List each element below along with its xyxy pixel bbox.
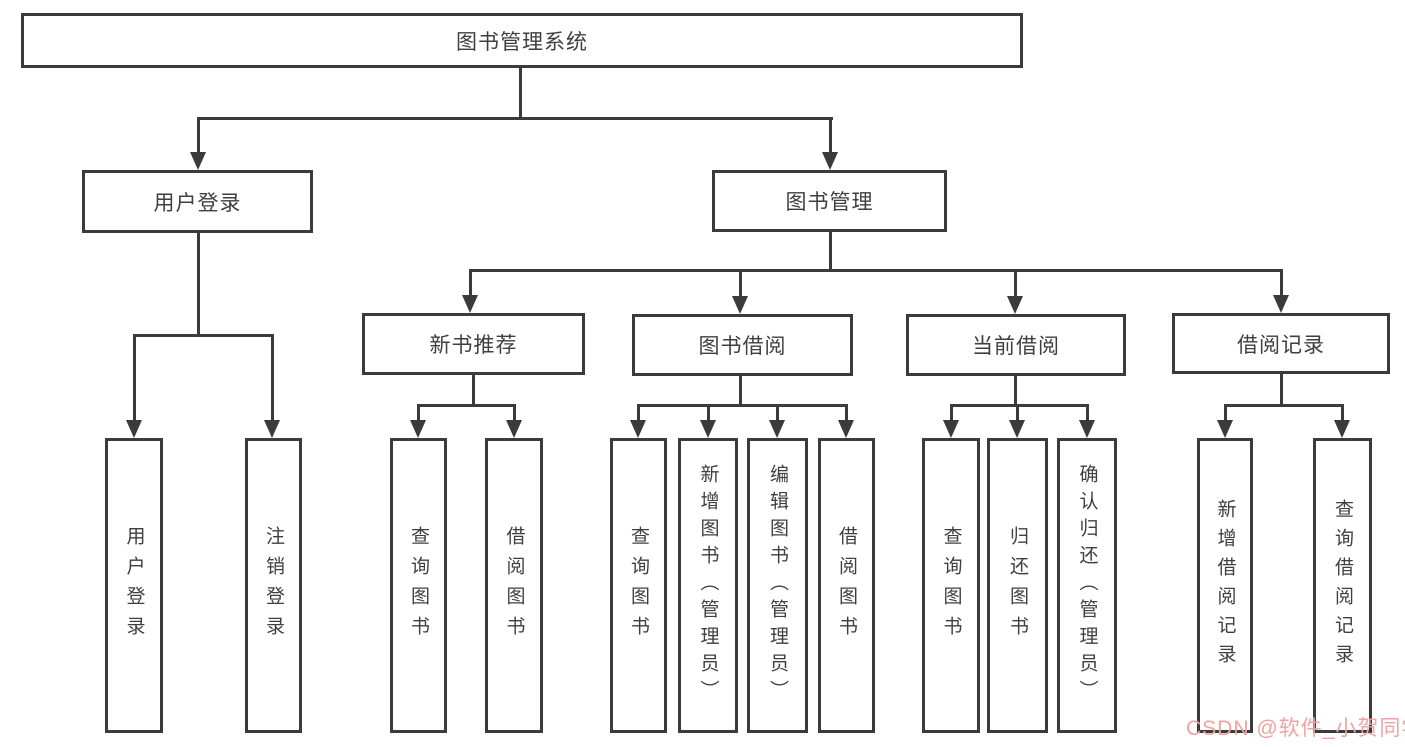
connector-vline bbox=[518, 68, 522, 120]
node-root-label: 图书管理系统 bbox=[456, 30, 588, 54]
leaf-query-books-borrowing: 查询图书 bbox=[610, 438, 667, 733]
connector-hline bbox=[469, 268, 1283, 272]
connector-hline bbox=[417, 403, 516, 407]
connector-arrow-stem bbox=[738, 270, 742, 300]
node-user-login: 用户登录 bbox=[82, 170, 313, 233]
arrow-down-icon bbox=[1009, 420, 1025, 438]
connector-arrow-stem bbox=[512, 405, 516, 424]
arrow-down-icon bbox=[410, 420, 426, 438]
leaf-add-books-admin: 新增图书（管理员） bbox=[678, 438, 738, 733]
connector-arrow-stem bbox=[1340, 405, 1344, 424]
leaf-query-books-recommend: 查询图书 bbox=[390, 438, 447, 733]
arrow-down-icon bbox=[943, 420, 959, 438]
connector-arrow-stem bbox=[270, 335, 274, 424]
connector-vline bbox=[828, 232, 832, 272]
connector-arrow-stem bbox=[1013, 270, 1017, 300]
arrow-down-icon bbox=[1007, 296, 1023, 314]
connector-vline bbox=[471, 375, 475, 407]
leaf-borrow-books-label: 借阅图书 bbox=[836, 525, 857, 646]
leaf-confirm-return-admin-label: 确认归还（管理员） bbox=[1076, 464, 1098, 707]
arrow-down-icon bbox=[700, 420, 716, 438]
leaf-edit-books-admin-label: 编辑图书（管理员） bbox=[767, 464, 788, 707]
node-current-borrowing-label: 当前借阅 bbox=[972, 335, 1060, 358]
connector-arrow-stem bbox=[1223, 405, 1227, 424]
leaf-return-books: 归还图书 bbox=[987, 438, 1048, 733]
node-book-management: 图书管理 bbox=[712, 170, 947, 232]
arrow-down-icon bbox=[1273, 295, 1289, 313]
node-book-management-label: 图书管理 bbox=[785, 191, 874, 214]
arrow-down-icon bbox=[630, 420, 646, 438]
leaf-return-books-label: 归还图书 bbox=[1007, 525, 1028, 646]
leaf-confirm-return-admin: 确认归还（管理员） bbox=[1057, 438, 1117, 733]
node-current-borrowing: 当前借阅 bbox=[906, 314, 1126, 376]
arrow-down-icon bbox=[190, 152, 206, 170]
leaf-logout: 注销登录 bbox=[245, 438, 302, 733]
node-user-login-label: 用户登录 bbox=[153, 191, 242, 215]
leaf-user-login-label: 用户登录 bbox=[123, 525, 145, 646]
arrow-down-icon bbox=[1217, 420, 1233, 438]
leaf-logout-label: 注销登录 bbox=[263, 525, 284, 646]
leaf-query-borrow-record: 查询借阅记录 bbox=[1313, 438, 1372, 733]
leaf-query-books-borrowing-label: 查询图书 bbox=[628, 525, 649, 646]
node-borrowing-records: 借阅记录 bbox=[1172, 313, 1390, 374]
leaf-add-borrow-record: 新增借阅记录 bbox=[1197, 438, 1253, 733]
arrow-down-icon bbox=[1334, 420, 1350, 438]
leaf-add-borrow-record-label: 新增借阅记录 bbox=[1214, 498, 1236, 673]
node-borrowing-records-label: 借阅记录 bbox=[1237, 333, 1325, 357]
connector-arrow-stem bbox=[706, 405, 710, 424]
node-new-book-recommendation: 新书推荐 bbox=[362, 313, 585, 375]
leaf-query-books-current: 查询图书 bbox=[922, 438, 980, 733]
connector-arrow-stem bbox=[949, 405, 953, 424]
leaf-query-borrow-record-label: 查询借阅记录 bbox=[1332, 498, 1353, 673]
leaf-borrow-books-recommend: 借阅图书 bbox=[485, 438, 543, 733]
leaf-user-login: 用户登录 bbox=[105, 438, 163, 733]
arrow-down-icon bbox=[732, 296, 748, 314]
arrow-down-icon bbox=[838, 420, 854, 438]
arrow-down-icon bbox=[822, 152, 838, 170]
node-book-borrowing: 图书借阅 bbox=[632, 314, 853, 376]
connector-arrow-stem bbox=[1279, 270, 1283, 299]
node-book-borrowing-label: 图书借阅 bbox=[698, 335, 787, 358]
arrow-down-icon bbox=[264, 420, 280, 438]
connector-vline bbox=[738, 376, 742, 407]
connector-hline bbox=[197, 116, 833, 120]
connector-arrow-stem bbox=[468, 270, 472, 299]
connector-hline bbox=[950, 403, 1089, 407]
connector-vline bbox=[196, 233, 200, 337]
leaf-borrow-books: 借阅图书 bbox=[818, 438, 875, 733]
watermark-csdn: CSDN @软件_小贺同学 bbox=[1186, 717, 1405, 740]
leaf-add-books-admin-label: 新增图书（管理员） bbox=[697, 464, 719, 707]
arrow-down-icon bbox=[462, 295, 478, 313]
connector-arrow-stem bbox=[775, 405, 779, 424]
leaf-query-books-current-label: 查询图书 bbox=[940, 525, 962, 646]
arrow-down-icon bbox=[126, 420, 142, 438]
arrow-down-icon bbox=[506, 420, 522, 438]
connector-arrow-stem bbox=[844, 405, 848, 424]
connector-arrow-stem bbox=[132, 335, 136, 424]
connector-arrow-stem bbox=[636, 405, 640, 424]
node-new-book-recommendation-label: 新书推荐 bbox=[429, 334, 518, 357]
connector-arrow-stem bbox=[828, 118, 832, 156]
connector-vline bbox=[1279, 374, 1283, 407]
arrow-down-icon bbox=[1079, 420, 1095, 438]
leaf-borrow-books-recommend-label: 借阅图书 bbox=[503, 525, 525, 646]
connector-arrow-stem bbox=[1085, 405, 1089, 424]
leaf-edit-books-admin: 编辑图书（管理员） bbox=[747, 438, 808, 733]
connector-hline bbox=[637, 403, 848, 407]
connector-hline bbox=[133, 333, 274, 337]
connector-arrow-stem bbox=[196, 118, 200, 156]
connector-arrow-stem bbox=[1015, 405, 1019, 424]
arrow-down-icon bbox=[769, 420, 785, 438]
connector-hline bbox=[1224, 403, 1344, 407]
connector-vline bbox=[1013, 376, 1017, 407]
connector-arrow-stem bbox=[416, 405, 420, 424]
node-root-library-system: 图书管理系统 bbox=[21, 13, 1023, 68]
leaf-query-books-recommend-label: 查询图书 bbox=[408, 525, 429, 646]
